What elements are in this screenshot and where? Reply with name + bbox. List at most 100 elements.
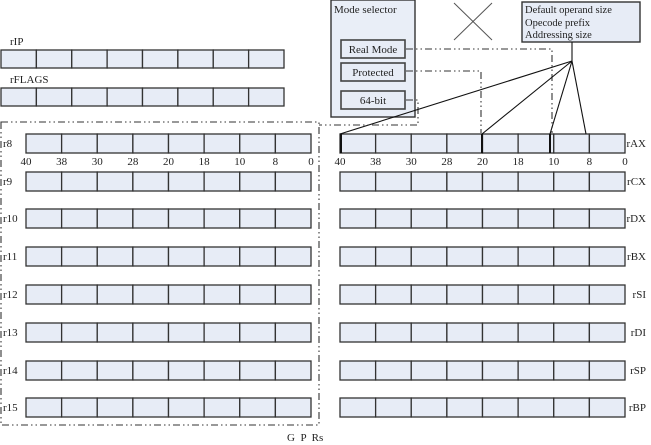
register-label: rBP — [629, 402, 646, 414]
register-cell — [239, 397, 277, 418]
register-cell — [517, 208, 555, 229]
register-cell — [517, 322, 555, 343]
register-cell — [446, 284, 484, 305]
register-cell — [239, 171, 277, 192]
rflags-register — [0, 87, 285, 107]
register-cell — [553, 284, 591, 305]
register-cell — [517, 171, 555, 192]
rip-register — [0, 49, 285, 69]
register-cell — [96, 397, 134, 418]
bit-tick-label: 0 — [622, 156, 628, 168]
register-cell — [60, 208, 98, 229]
register-rcx — [339, 171, 626, 192]
register-cell — [374, 360, 412, 381]
register-cell — [588, 246, 626, 267]
real-mode-button[interactable]: Real Mode — [340, 39, 406, 59]
register-label: r12 — [3, 289, 18, 301]
bit-tick-label: 10 — [234, 156, 246, 168]
register-cell — [71, 49, 108, 69]
register-cell — [203, 171, 241, 192]
register-cell — [35, 49, 73, 69]
register-cell — [339, 171, 377, 192]
register-cell — [132, 246, 170, 267]
register-cell — [96, 171, 134, 192]
register-cell — [60, 133, 98, 154]
register-cell — [25, 171, 63, 192]
info-line: Addressing size — [525, 30, 592, 41]
register-cell — [481, 208, 519, 229]
rflags-label: rFLAGS — [10, 74, 49, 86]
register-cell — [446, 360, 484, 381]
bit-tick-label: 10 — [548, 156, 560, 168]
bit-tick-label: 8 — [587, 156, 593, 168]
register-cell — [481, 397, 519, 418]
register-cell — [203, 284, 241, 305]
register-cell — [25, 397, 63, 418]
register-cell — [374, 171, 412, 192]
register-cell — [106, 49, 144, 69]
register-cell — [106, 87, 144, 107]
register-r8 — [25, 133, 312, 154]
register-cell — [60, 171, 98, 192]
register-cell — [132, 360, 170, 381]
register-cell — [141, 87, 179, 107]
register-cell — [517, 397, 555, 418]
register-cell — [247, 87, 285, 107]
register-cell — [167, 397, 205, 418]
register-cell — [0, 49, 38, 69]
register-cell — [239, 322, 277, 343]
register-cell — [339, 322, 377, 343]
register-cell — [274, 171, 312, 192]
64bit-mode-button[interactable]: 64-bit — [340, 90, 406, 110]
cross-icon — [453, 2, 493, 41]
register-cell — [588, 360, 626, 381]
register-cell — [553, 133, 591, 154]
register-cell — [177, 87, 214, 107]
register-cell — [96, 246, 134, 267]
register-cell — [446, 246, 484, 267]
register-cell — [96, 322, 134, 343]
fan-line-8 — [571, 60, 587, 135]
register-cell — [274, 246, 312, 267]
register-label: r10 — [3, 213, 18, 225]
register-cell — [517, 133, 555, 154]
register-rdx — [339, 208, 626, 229]
bit-tick-label: 18 — [199, 156, 211, 168]
register-r15 — [25, 397, 312, 418]
register-cell — [339, 246, 377, 267]
register-label: r15 — [3, 402, 18, 414]
register-label: rDI — [631, 327, 647, 339]
bit-tick-label: 40 — [335, 156, 347, 168]
register-cell — [339, 360, 377, 381]
register-cell — [167, 133, 205, 154]
register-rsp — [339, 360, 626, 381]
register-cell — [374, 322, 412, 343]
register-cell — [446, 133, 484, 154]
register-cell — [132, 322, 170, 343]
operand-info-box: Default operand size Opecode prefix Addr… — [521, 1, 641, 43]
register-cell — [339, 133, 377, 154]
register-cell — [374, 246, 412, 267]
register-cell — [588, 397, 626, 418]
register-cell — [167, 284, 205, 305]
mode-selector-title: Mode selector — [334, 4, 397, 16]
register-cell — [588, 322, 626, 343]
register-cell — [410, 246, 448, 267]
register-r14 — [25, 360, 312, 381]
register-cell — [339, 284, 377, 305]
protected-mode-button[interactable]: Protected — [340, 62, 406, 82]
register-label: rAX — [626, 138, 646, 150]
connectors — [319, 42, 587, 153]
register-cell — [25, 284, 63, 305]
register-cell — [553, 397, 591, 418]
gpr-group-box — [0, 121, 320, 426]
bit-tick-label: 38 — [370, 156, 382, 168]
register-label: r11 — [3, 251, 17, 263]
register-cell — [274, 397, 312, 418]
register-cell — [25, 133, 63, 154]
bit-tick-label: 20 — [477, 156, 489, 168]
register-cell — [588, 208, 626, 229]
register-cell — [96, 133, 134, 154]
register-cell — [274, 322, 312, 343]
register-label: r13 — [3, 327, 18, 339]
